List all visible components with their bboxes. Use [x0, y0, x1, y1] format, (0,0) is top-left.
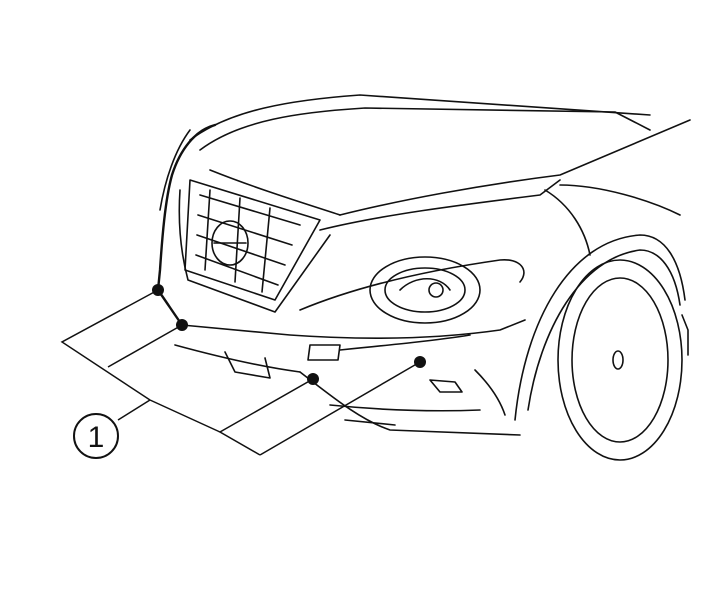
leader-lines: [60, 289, 421, 456]
headlight: [299, 256, 525, 324]
grille: [178, 179, 331, 313]
callout-1: 1: [73, 413, 119, 459]
left-body-contour: [156, 123, 217, 327]
wheel: [514, 184, 689, 461]
front-bumper: [174, 319, 526, 436]
callout-number: 1: [88, 421, 105, 454]
callout-circle: [73, 413, 119, 459]
hood: [189, 94, 691, 231]
